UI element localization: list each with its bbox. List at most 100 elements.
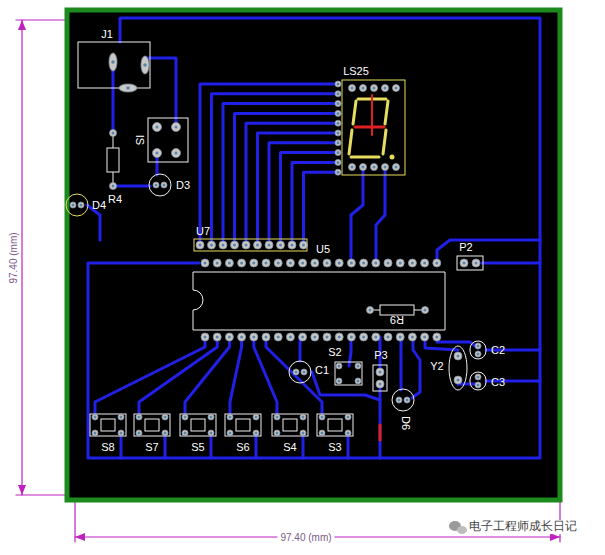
designator: D6 bbox=[400, 416, 413, 430]
pad bbox=[274, 414, 280, 420]
pad bbox=[227, 430, 233, 436]
drill-hole bbox=[362, 262, 365, 265]
pad bbox=[335, 91, 341, 97]
designator: P3 bbox=[374, 349, 387, 362]
drill-hole bbox=[94, 432, 97, 435]
copper-trace bbox=[371, 95, 373, 135]
drill-hole bbox=[268, 244, 271, 247]
pad bbox=[335, 159, 341, 165]
oval-pad bbox=[141, 56, 149, 74]
pad bbox=[227, 414, 233, 420]
switch-button bbox=[101, 419, 115, 431]
drill-hole bbox=[229, 416, 232, 419]
drill-hole bbox=[265, 262, 268, 265]
pad bbox=[319, 430, 325, 436]
copper-trace bbox=[74, 502, 75, 542]
pad bbox=[219, 241, 227, 249]
pad bbox=[311, 259, 319, 267]
led-symbol bbox=[66, 194, 88, 216]
drill-hole bbox=[199, 244, 202, 247]
pad bbox=[208, 430, 214, 436]
copper-trace bbox=[185, 337, 229, 417]
pad bbox=[371, 164, 378, 171]
drill-hole bbox=[374, 262, 377, 265]
copper-trace bbox=[351, 167, 363, 263]
switch-outline bbox=[225, 414, 261, 436]
watermark-icon bbox=[457, 526, 467, 534]
capacitor-outline bbox=[470, 341, 486, 359]
drill-hole bbox=[423, 262, 426, 265]
drill-hole bbox=[228, 262, 231, 265]
copper-trace bbox=[200, 84, 338, 245]
copper-traces bbox=[87, 18, 540, 458]
drill-hole bbox=[302, 244, 305, 247]
pad bbox=[238, 259, 246, 267]
designator: Y2 bbox=[430, 360, 443, 373]
pad bbox=[286, 333, 294, 341]
copper-trace bbox=[351, 156, 379, 159]
drill-hole bbox=[291, 244, 294, 247]
pad bbox=[288, 241, 296, 249]
pad bbox=[475, 351, 481, 357]
pad bbox=[274, 259, 282, 267]
pad bbox=[172, 123, 181, 132]
drill-hole bbox=[276, 416, 279, 419]
drill-hole bbox=[337, 151, 340, 154]
drill-hole bbox=[240, 336, 243, 339]
drill-hole bbox=[111, 60, 115, 64]
pad bbox=[78, 202, 84, 208]
drill-hole bbox=[351, 166, 354, 169]
crystal-outline bbox=[449, 346, 467, 390]
drill-hole bbox=[411, 262, 414, 265]
drill-hole bbox=[204, 336, 207, 339]
pad bbox=[460, 259, 468, 267]
designator: C2 bbox=[491, 344, 505, 357]
pad bbox=[208, 241, 216, 249]
drill-hole bbox=[411, 336, 414, 339]
drill-hole bbox=[94, 416, 97, 419]
drill-hole bbox=[369, 309, 372, 312]
display-outline bbox=[342, 80, 405, 175]
resistor-symbol bbox=[380, 305, 414, 315]
pad bbox=[396, 397, 402, 403]
drill-hole bbox=[175, 126, 178, 129]
designator: S5 bbox=[191, 441, 204, 454]
copper-trace bbox=[312, 372, 380, 400]
led-symbol bbox=[392, 389, 414, 411]
drill-hole bbox=[276, 432, 279, 435]
pad bbox=[345, 414, 351, 420]
pad bbox=[300, 414, 306, 420]
drill-hole bbox=[245, 244, 248, 247]
pad bbox=[196, 241, 204, 249]
pad bbox=[225, 259, 233, 267]
drill-hole bbox=[395, 87, 398, 90]
pad bbox=[265, 241, 273, 249]
drill-hole bbox=[373, 87, 376, 90]
header-outline bbox=[457, 256, 483, 270]
drill-hole bbox=[204, 262, 207, 265]
pad bbox=[347, 259, 355, 267]
drill-hole bbox=[373, 166, 376, 169]
drill-hole bbox=[301, 262, 304, 265]
drill-hole bbox=[337, 171, 340, 174]
pad bbox=[182, 430, 188, 436]
copper-trace bbox=[235, 113, 339, 245]
pad bbox=[136, 430, 142, 436]
copper-trace bbox=[210, 433, 213, 458]
pad bbox=[299, 259, 307, 267]
drill-hole bbox=[395, 166, 398, 169]
pad bbox=[299, 333, 307, 341]
drill-hole bbox=[120, 432, 123, 435]
drill-hole bbox=[289, 336, 292, 339]
decimal-point bbox=[390, 155, 395, 160]
pad bbox=[472, 259, 480, 267]
designator: C3 bbox=[491, 376, 505, 389]
pad bbox=[421, 259, 429, 267]
drill-hole bbox=[338, 336, 341, 339]
drill-hole bbox=[337, 102, 340, 105]
pad bbox=[153, 149, 162, 158]
pad bbox=[371, 85, 378, 92]
drill-hole bbox=[302, 432, 305, 435]
